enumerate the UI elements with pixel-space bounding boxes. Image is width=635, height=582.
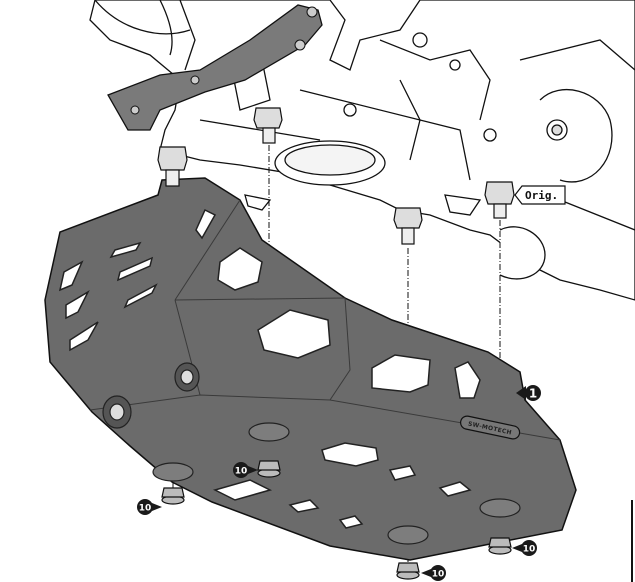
callout-nut-10-b: 10 bbox=[233, 462, 258, 478]
spacer-1 bbox=[157, 146, 188, 187]
svg-text:10: 10 bbox=[235, 467, 248, 477]
skid-plate: SW-MOTECH bbox=[44, 177, 577, 561]
callout-part-1: 1 bbox=[516, 385, 541, 401]
nut-4 bbox=[488, 537, 512, 555]
nut-1 bbox=[161, 487, 185, 505]
svg-text:Orig.: Orig. bbox=[525, 189, 558, 202]
callout-nut-10-c: 10 bbox=[512, 540, 537, 556]
svg-text:10: 10 bbox=[139, 504, 152, 514]
nut-2 bbox=[257, 460, 281, 478]
flange-nuts bbox=[161, 460, 512, 580]
svg-text:1: 1 bbox=[529, 387, 537, 401]
svg-text:10: 10 bbox=[523, 545, 536, 555]
nut-3 bbox=[396, 562, 420, 580]
svg-text:10: 10 bbox=[432, 570, 445, 580]
engine-bracket bbox=[107, 4, 323, 131]
spacer-4 bbox=[484, 181, 515, 219]
spacers bbox=[157, 107, 515, 245]
spacer-3 bbox=[393, 207, 423, 245]
callout-nut-10-a: 10 bbox=[137, 499, 162, 515]
spacer-2 bbox=[253, 107, 283, 144]
original-part-label: Orig. bbox=[514, 185, 566, 205]
callout-nut-10-d: 10 bbox=[421, 565, 446, 581]
